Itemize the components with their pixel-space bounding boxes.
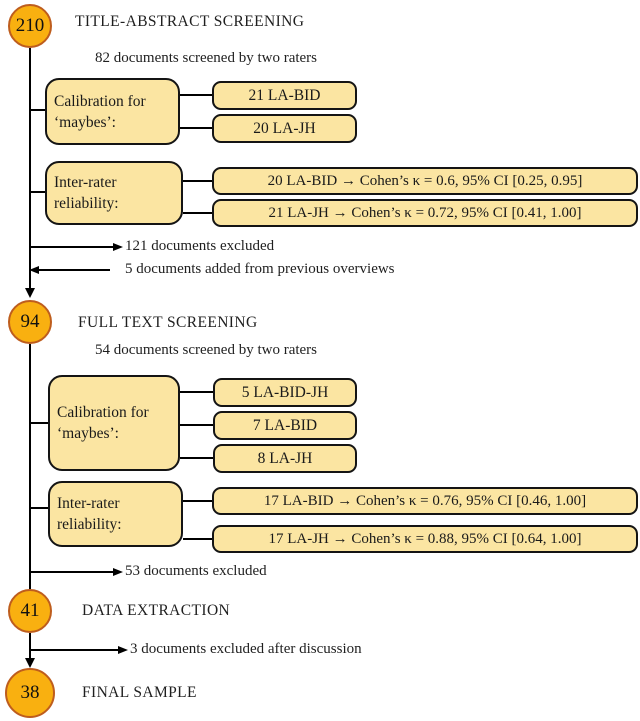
arrow-down-icon: [25, 288, 35, 298]
reliability-result: 21 LA-JH → Cohen’s κ = 0.72, 95% CI [0.4…: [212, 199, 638, 227]
arrow-right-icon: [113, 567, 123, 576]
arrow-left-icon: [29, 265, 39, 274]
trunk-line-1: [29, 48, 31, 290]
calibration-item: 21 LA-BID: [212, 81, 357, 110]
reliability-box: Inter-rater reliability:: [45, 161, 183, 225]
calibration-item: 5 LA-BID-JH: [213, 378, 357, 407]
reliability-box: Inter-rater reliability:: [48, 481, 183, 547]
connector-line: [30, 109, 45, 111]
count-circle-full-text: 94: [8, 300, 52, 344]
connector-line: [183, 500, 212, 502]
calibration-box: Calibration for ‘maybes’:: [48, 375, 180, 471]
section-title-final-sample: FINAL SAMPLE: [82, 684, 197, 701]
calibration-item: 7 LA-BID: [213, 411, 357, 440]
calibration-label: ‘maybes’:: [57, 425, 119, 442]
reliability-label: Inter-rater: [57, 495, 120, 512]
section-title-title-abstract: TITLE-ABSTRACT SCREENING: [75, 13, 305, 30]
reliability-label: reliability:: [54, 195, 119, 212]
count-circle-data-extraction: 41: [8, 589, 52, 633]
reliability-result: 17 LA-BID → Cohen’s κ = 0.76, 95% CI [0.…: [212, 487, 638, 515]
section-title-full-text: FULL TEXT SCREENING: [78, 314, 258, 331]
count-value: 94: [20, 311, 40, 332]
count-circle-title-abstract: 210: [8, 4, 52, 48]
trunk-line-2: [29, 344, 31, 589]
connector-line: [30, 507, 48, 509]
reliability-label: reliability:: [57, 516, 122, 533]
connector-line: [180, 424, 213, 426]
added-arrow-line: [38, 269, 110, 271]
excluded-text: 121 documents excluded: [125, 238, 275, 254]
calibration-item: 8 LA-JH: [213, 444, 357, 473]
arrow-right-icon: [113, 242, 123, 251]
section-title-data-extraction: DATA EXTRACTION: [82, 602, 231, 619]
trunk-line-3: [29, 633, 31, 660]
count-value: 38: [20, 682, 40, 703]
connector-line: [183, 212, 212, 214]
connector-line: [180, 391, 213, 393]
reliability-result: 17 LA-JH → Cohen’s κ = 0.88, 95% CI [0.6…: [212, 525, 638, 553]
section-subtitle: 82 documents screened by two raters: [95, 50, 318, 66]
connector-line: [180, 127, 212, 129]
calibration-item: 20 LA-JH: [212, 114, 357, 143]
connector-line: [183, 538, 212, 540]
reliability-result: 20 LA-BID → Cohen’s κ = 0.6, 95% CI [0.2…: [212, 167, 638, 195]
added-text: 5 documents added from previous overview…: [125, 261, 395, 277]
calibration-label: Calibration for: [54, 92, 146, 110]
count-circle-final-sample: 38: [5, 668, 55, 718]
excluded-text: 53 documents excluded: [125, 563, 267, 579]
calibration-label: Calibration for: [57, 404, 149, 421]
connector-line: [30, 422, 48, 424]
calibration-box: Calibration for ‘maybes’:: [45, 78, 180, 145]
connector-line: [180, 457, 213, 459]
excluded-arrow-line: [30, 649, 120, 651]
connector-line: [180, 94, 212, 96]
reliability-label: Inter-rater: [54, 174, 117, 191]
connector-line: [183, 180, 212, 182]
excluded-arrow-line: [30, 571, 115, 573]
excluded-text: 3 documents excluded after discussion: [130, 641, 362, 657]
calibration-label: ‘maybes’:: [54, 113, 116, 131]
count-value: 210: [15, 15, 45, 36]
connector-line: [30, 191, 45, 193]
excluded-arrow-line: [30, 246, 115, 248]
arrow-right-icon: [118, 645, 128, 654]
section-subtitle: 54 documents screened by two raters: [95, 342, 318, 358]
arrow-down-icon: [25, 658, 35, 668]
count-value: 41: [20, 600, 40, 621]
